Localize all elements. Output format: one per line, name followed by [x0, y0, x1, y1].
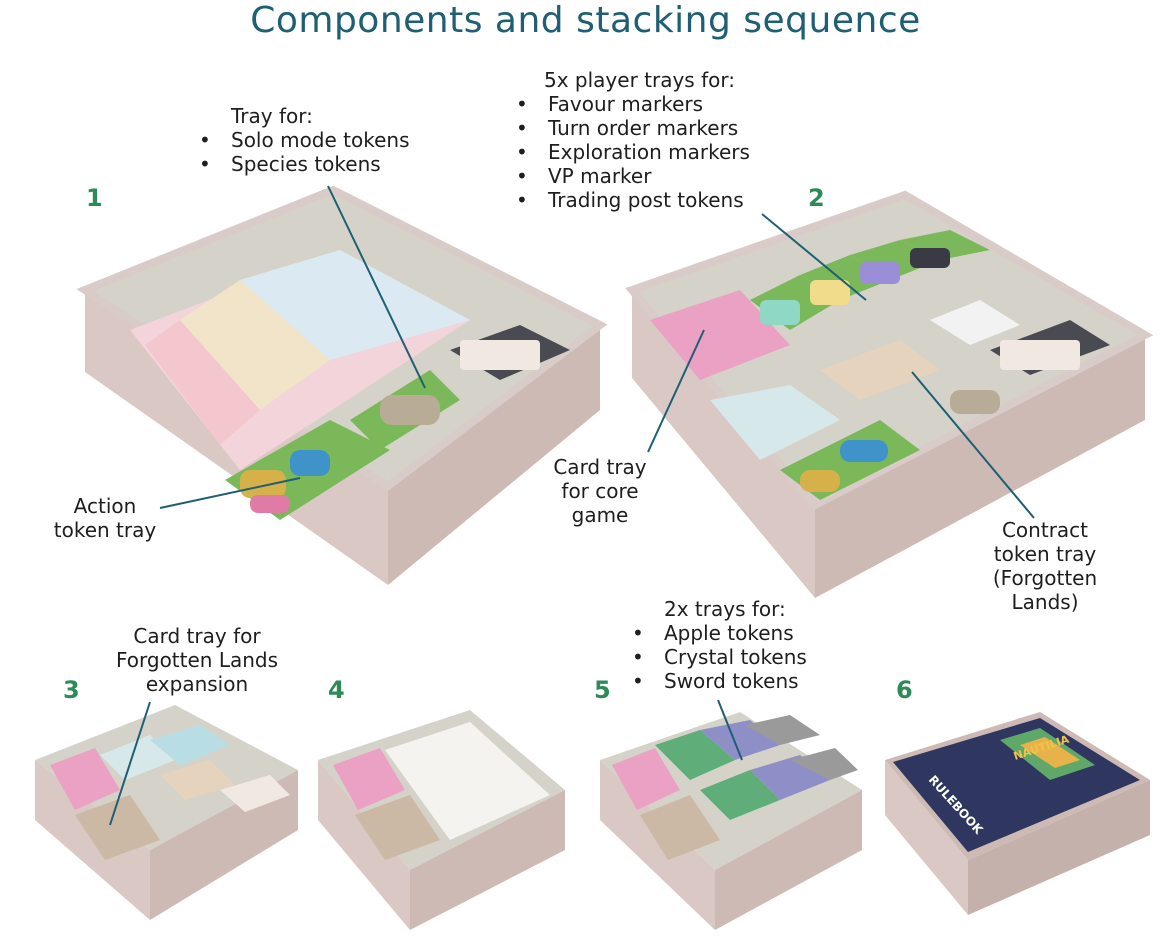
label-line: expansion — [145, 672, 249, 696]
label-line: game — [571, 503, 629, 527]
label-tray-for-item: Solo mode tokens — [195, 128, 410, 152]
label-player-trays-item: Favour markers — [512, 92, 750, 116]
label-player-trays: 5x player trays for: Favour markers Turn… — [512, 68, 750, 212]
leader-line-action-token-tray — [159, 477, 301, 509]
label-two-trays: 2x trays for: Apple tokens Crystal token… — [628, 597, 807, 693]
label-line: Forgotten Lands — [115, 648, 279, 672]
label-line: Card tray for — [133, 624, 261, 648]
label-line: token tray — [53, 518, 157, 542]
label-player-trays-item: VP marker — [512, 164, 750, 188]
leader-line-contract-token-tray — [911, 371, 1035, 519]
label-line: Card tray — [553, 455, 647, 479]
step-number-3: 3 — [63, 676, 80, 704]
box-2-illustration — [625, 190, 1154, 598]
label-line: for core — [561, 479, 639, 503]
box-3-illustration — [35, 705, 298, 920]
label-two-trays-item: Crystal tokens — [628, 645, 807, 669]
label-line: Action — [73, 494, 137, 518]
label-card-tray-core: Card tray for core game — [540, 455, 660, 527]
label-player-trays-heading: 5x player trays for: — [544, 68, 735, 92]
leader-line-card-tray-core — [647, 329, 705, 453]
step-number-5: 5 — [594, 676, 611, 704]
label-line: Contract — [1001, 518, 1089, 542]
box-1-illustration — [76, 185, 608, 585]
label-two-trays-heading: 2x trays for: — [664, 597, 786, 621]
leader-line-tray-for — [327, 185, 426, 389]
page-title: Components and stacking sequence — [250, 0, 921, 41]
label-line: (Forgotten — [992, 566, 1098, 590]
label-line: Lands) — [1011, 590, 1079, 614]
leader-lines — [109, 185, 1035, 826]
box-6-illustration: NAUTILIA RULEBOOK — [885, 712, 1150, 915]
label-player-trays-item: Trading post tokens — [512, 188, 750, 212]
step-number-2: 2 — [808, 184, 825, 212]
label-action-token-tray: Action token tray — [40, 494, 170, 542]
leader-line-two-trays — [717, 699, 743, 761]
label-two-trays-item: Apple tokens — [628, 621, 807, 645]
step-number-6: 6 — [896, 676, 913, 704]
label-tray-for: Tray for: Solo mode tokens Species token… — [195, 104, 410, 176]
label-card-tray-forgotten: Card tray for Forgotten Lands expansion — [102, 624, 292, 696]
box-4-illustration — [318, 710, 565, 930]
label-line: token tray — [993, 542, 1097, 566]
step-number-1: 1 — [86, 184, 103, 212]
label-contract-token-tray: Contract token tray (Forgotten Lands) — [980, 518, 1110, 614]
label-tray-for-heading: Tray for: — [231, 104, 313, 128]
label-player-trays-item: Exploration markers — [512, 140, 750, 164]
label-player-trays-item: Turn order markers — [512, 116, 750, 140]
step-number-4: 4 — [328, 676, 345, 704]
label-tray-for-item: Species tokens — [195, 152, 410, 176]
leader-line-player-trays — [761, 213, 867, 301]
leader-line-card-tray-forgotten — [109, 701, 151, 826]
label-two-trays-item: Sword tokens — [628, 669, 807, 693]
box-5-illustration — [600, 712, 862, 930]
